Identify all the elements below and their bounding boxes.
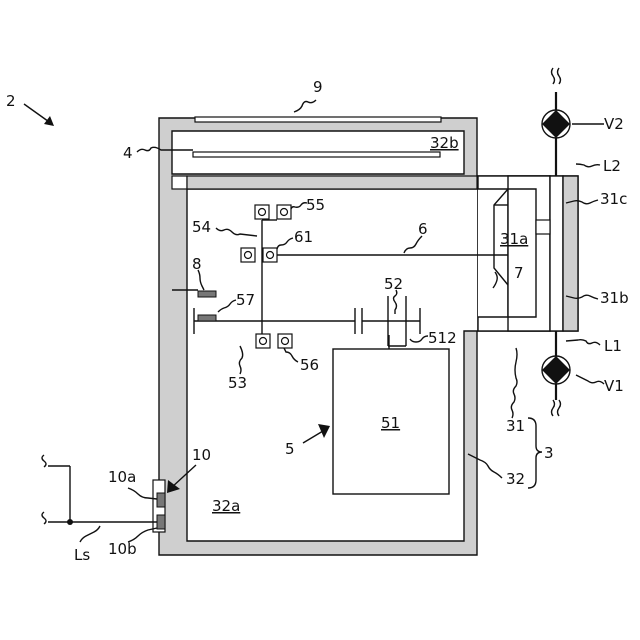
label-10a: 10a (108, 468, 136, 486)
bearing-56 (256, 334, 292, 348)
label-7: 7 (514, 264, 524, 282)
label-6: 6 (418, 220, 428, 238)
label-32: 32 (506, 470, 525, 488)
label-56: 56 (300, 356, 319, 374)
bearing-55 (255, 205, 291, 219)
shaft-54 (262, 220, 277, 334)
part-57 (198, 315, 216, 321)
label-52: 52 (384, 275, 403, 293)
label-l1: L1 (604, 337, 622, 355)
valve-v2 (542, 110, 570, 138)
label-5: 5 (285, 440, 295, 458)
label-3: 3 (544, 444, 554, 462)
bearing-61 (241, 248, 277, 262)
unit-31 (478, 176, 578, 331)
heater-9 (195, 117, 441, 122)
plate-4 (193, 152, 440, 157)
label-512: 512 (428, 329, 457, 347)
lever-53 (194, 296, 420, 346)
connector-10 (153, 480, 165, 532)
label-54: 54 (192, 218, 211, 236)
label-53: 53 (228, 374, 247, 392)
label-51: 51 (381, 414, 400, 432)
label-9: 9 (313, 78, 323, 96)
label-10: 10 (192, 446, 211, 464)
label-31a: 31a (500, 230, 528, 248)
label-31: 31 (506, 417, 525, 435)
label-32b: 32b (430, 134, 459, 152)
label-device: 2 (6, 92, 16, 110)
label-61: 61 (294, 228, 313, 246)
label-10b: 10b (108, 540, 137, 558)
signal-line-ls (42, 455, 157, 525)
label-31c: 31c (600, 190, 627, 208)
bracket-3 (528, 418, 542, 488)
label-57: 57 (236, 291, 255, 309)
label-4: 4 (123, 144, 133, 162)
label-32a: 32a (212, 497, 240, 515)
label-v1: V1 (604, 377, 624, 395)
label-l2: L2 (603, 157, 621, 175)
label-55: 55 (306, 196, 325, 214)
valve-v1 (542, 356, 570, 384)
label-8: 8 (192, 255, 202, 273)
label-31b: 31b (600, 289, 629, 307)
label-v2: V2 (604, 115, 624, 133)
label-ls: Ls (74, 546, 90, 564)
